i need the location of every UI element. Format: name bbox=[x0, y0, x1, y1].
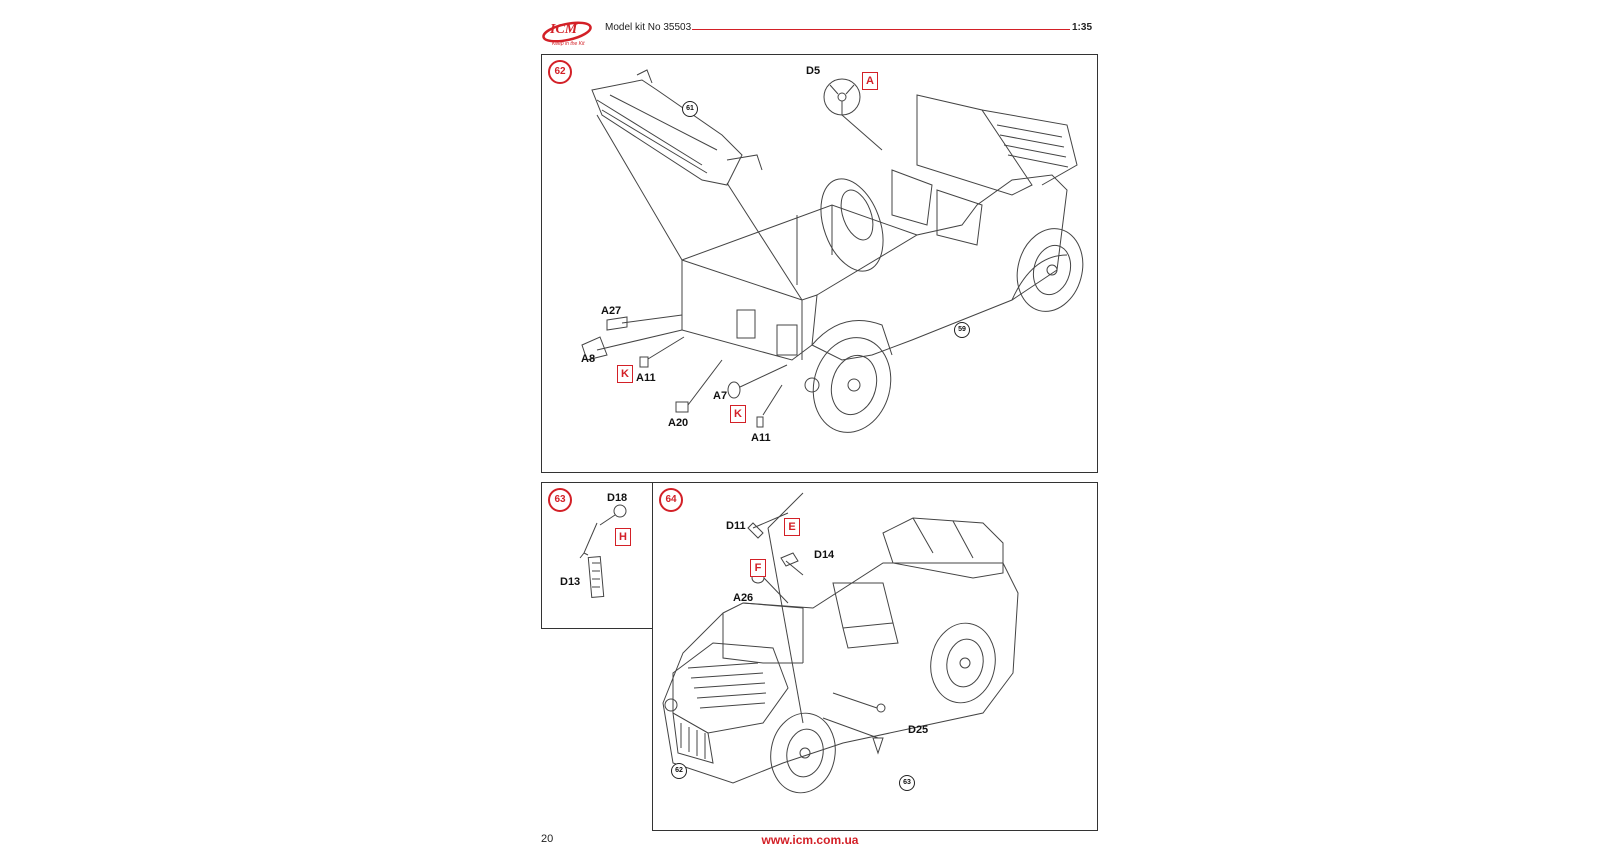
part-a26: A26 bbox=[733, 592, 754, 604]
page-header: ICM Keep in the Kit Model kit No 35503 1… bbox=[540, 14, 1100, 48]
part-d13: D13 bbox=[560, 576, 581, 588]
ref-step-63: 63 bbox=[899, 775, 915, 791]
step-63-drawing bbox=[579, 504, 627, 598]
ref-step-61: 61 bbox=[682, 101, 698, 117]
ref-step-62: 62 bbox=[671, 763, 687, 779]
logo-brand: ICM bbox=[549, 22, 578, 37]
part-d5: D5 bbox=[806, 65, 821, 77]
step-63-panel: 63 D18 H D13 bbox=[541, 482, 654, 629]
step-62-panel: 62 61 59 D5 A A27 A8 K A11 A20 A7 K A11 bbox=[541, 54, 1098, 473]
part-d14: D14 bbox=[814, 549, 835, 561]
step-number-64: 64 bbox=[659, 488, 683, 512]
page-number: 20 bbox=[541, 833, 554, 845]
icm-logo-icon: ICM Keep in the Kit bbox=[540, 14, 598, 48]
header-rule bbox=[692, 29, 1070, 30]
part-a11-left: A11 bbox=[636, 372, 656, 384]
part-a7: A7 bbox=[713, 390, 728, 402]
color-code-e: E bbox=[784, 518, 800, 536]
logo-tagline: Keep in the Kit bbox=[552, 41, 585, 47]
step-64-panel: 64 62 63 D11 E F D14 A26 D25 bbox=[652, 482, 1098, 831]
part-a20: A20 bbox=[668, 417, 689, 429]
color-code-a: A bbox=[862, 72, 878, 90]
part-a27: A27 bbox=[601, 305, 622, 317]
part-d18: D18 bbox=[607, 492, 628, 504]
part-d25: D25 bbox=[908, 724, 929, 736]
step-64-drawing bbox=[662, 492, 1019, 794]
color-code-k-right: K bbox=[730, 405, 746, 423]
part-a11-right: A11 bbox=[751, 432, 771, 444]
website-link[interactable]: www.icm.com.ua bbox=[761, 833, 859, 847]
scale-label: 1:35 bbox=[1071, 22, 1092, 33]
color-code-f: F bbox=[750, 559, 766, 577]
color-code-h: H bbox=[615, 528, 631, 546]
ref-step-59: 59 bbox=[954, 322, 970, 338]
color-code-k-left: K bbox=[617, 365, 633, 383]
step-62-drawing bbox=[581, 69, 1084, 433]
step-number-62: 62 bbox=[548, 60, 572, 84]
step-number-63: 63 bbox=[548, 488, 572, 512]
part-a8: A8 bbox=[581, 353, 596, 365]
kit-title: Model kit No 35503 bbox=[605, 22, 692, 33]
part-d11: D11 bbox=[726, 520, 746, 532]
